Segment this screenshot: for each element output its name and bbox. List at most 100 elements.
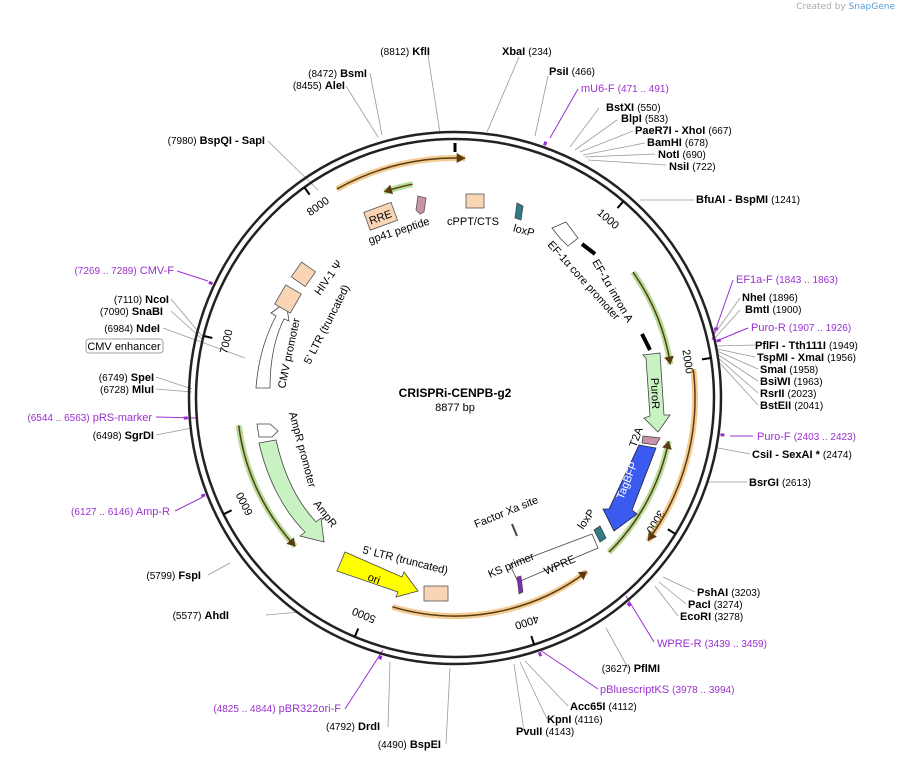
plasmid-length: 8877 bp xyxy=(435,402,475,414)
cppt-label: cPPT/CTS xyxy=(447,216,499,228)
loxp-bottom-feature xyxy=(593,525,607,543)
primer-tick xyxy=(626,601,632,607)
enzyme-site-label: (7110) NcoI xyxy=(114,294,169,306)
connector-lines xyxy=(155,54,759,745)
ltr-bottom-feature xyxy=(423,585,449,602)
bp-tick-label: 5000 xyxy=(350,604,377,625)
gp41-feature xyxy=(415,195,427,215)
enzyme-site-label: EcoRI (3278) xyxy=(680,611,743,623)
bp-tick-label: 4000 xyxy=(513,612,540,631)
bp-tick-label: 8000 xyxy=(305,195,332,219)
enzyme-site-label: (3627) PflMI xyxy=(602,663,660,675)
enzyme-site-label: TspMI - XmaI (1956) xyxy=(757,352,856,364)
enzyme-site-label: (5799) FspI xyxy=(146,570,201,582)
bp-tick-label: 7000 xyxy=(218,328,236,355)
loxp-bottom-label: loxP xyxy=(576,507,598,531)
puror-feature xyxy=(642,352,671,433)
loxp-top-label: loxP xyxy=(512,223,536,240)
cmv-enhancer-box xyxy=(85,338,164,354)
bp-tick xyxy=(303,186,311,196)
ampr-promoter-feature xyxy=(256,423,279,438)
enzyme-site-label: (4792) DrdI xyxy=(326,721,380,733)
primer-tick xyxy=(208,280,214,286)
enzyme-site-label: (6749) SpeI xyxy=(99,372,154,384)
primer-tick xyxy=(537,651,543,657)
feature-arcs xyxy=(183,141,725,660)
feature-arc-arrow xyxy=(664,355,674,365)
primer-tick xyxy=(200,493,206,498)
wpre-feature xyxy=(509,533,599,583)
hiv-psi-feature xyxy=(290,261,317,288)
ampr-promoter-label: AmpR promoter xyxy=(286,411,318,489)
feature-arc-core xyxy=(392,570,588,617)
ltr-left-feature xyxy=(274,284,302,314)
enzyme-site-label: NotI (690) xyxy=(658,149,706,161)
primer-site-label: EF1a-F (1843 .. 1863) xyxy=(736,274,838,286)
primer-site-label: pBluescriptKS (3978 .. 3994) xyxy=(600,684,734,696)
primer-site-label: Puro-R (1907 .. 1926) xyxy=(751,322,851,334)
primer-site-label: mU6-F (471 .. 491) xyxy=(581,83,669,95)
feature-arc-arrow xyxy=(456,153,466,164)
backbone-outer xyxy=(187,130,723,666)
cmv-enhancer-label: CMV enhancer xyxy=(87,341,161,353)
enzyme-site-label: (7090) SnaBI xyxy=(100,306,163,318)
feature-arc-arrow xyxy=(577,571,587,581)
enzyme-site-label: BsiWI (1963) xyxy=(760,376,823,388)
cppt-feature xyxy=(465,193,485,209)
feature-arc-core xyxy=(608,440,670,553)
bp-tick xyxy=(667,528,676,535)
ks-primer-feature xyxy=(516,575,524,595)
enzyme-site-label: PsiI (466) xyxy=(549,66,595,78)
backbone-inner xyxy=(194,137,716,659)
t2a-feature xyxy=(641,435,661,446)
loxp-top-feature xyxy=(514,202,524,221)
feature-arc-core xyxy=(647,369,696,542)
enzyme-site-label: Acc65I (4112) xyxy=(570,701,637,713)
feature-arc-core xyxy=(237,425,296,547)
bp-tick-label: 1000 xyxy=(595,207,621,232)
enzyme-site-label: (6984) NdeI xyxy=(104,323,160,335)
credit-prefix: Created by xyxy=(796,2,846,12)
enzyme-site-label: KpnI (4116) xyxy=(547,714,603,726)
ef1a-core-feature xyxy=(551,221,579,247)
primer-tick xyxy=(720,433,725,437)
enzyme-site-label: (6498) SgrDI xyxy=(93,430,154,442)
bp-tick xyxy=(223,509,233,516)
ampr-feature xyxy=(258,439,325,543)
primer-site-label: (4825 .. 4844) pBR322ori-F xyxy=(213,703,341,715)
enzyme-site-label: NheI (1896) xyxy=(742,292,798,304)
snapgene-credit: Created by SnapGene xyxy=(796,2,895,12)
enzyme-site-label: (6728) MluI xyxy=(100,384,154,396)
rre-feature xyxy=(363,201,399,231)
feature-arc-core xyxy=(632,271,672,365)
enzyme-site-label: PvuII (4143) xyxy=(516,726,574,738)
bp-tick xyxy=(353,628,360,638)
primer-site-label: WPRE-R (3439 .. 3459) xyxy=(657,638,767,650)
enzyme-site-label: (7980) BspQI - SapI xyxy=(168,135,265,147)
enzyme-site-label: SmaI (1958) xyxy=(760,364,818,376)
bp-tick xyxy=(616,200,625,209)
feature-arc-arrow xyxy=(384,184,394,195)
puror-label: PuroR xyxy=(648,378,661,410)
primer-tick xyxy=(713,326,719,331)
primer-site-label: (7269 .. 7289) CMV-F xyxy=(74,265,174,277)
enzyme-site-label: (5577) AhdI xyxy=(173,610,229,622)
feature-arc-core xyxy=(336,157,466,190)
enzyme-site-label: (8455) AleI xyxy=(293,80,345,92)
primer-tick xyxy=(543,141,548,146)
feature-arc xyxy=(630,270,674,365)
enzyme-site-label: PaeR7I - XhoI (667) xyxy=(635,125,732,137)
feature-arc-arrow xyxy=(662,441,672,450)
ori-label: ori xyxy=(366,572,382,587)
bp-tick xyxy=(203,334,213,339)
feature-arc-arrow xyxy=(647,531,657,541)
factor-xa-label: Factor Xa site xyxy=(473,494,540,531)
enzyme-site-label: PshAI (3203) xyxy=(697,587,760,599)
enzyme-site-label: BstXI (550) xyxy=(606,102,661,114)
enzyme-site-label: (8812) KflI xyxy=(380,46,430,58)
enzyme-site-label: BstEII (2041) xyxy=(760,400,823,412)
enzyme-site-label: BamHI (678) xyxy=(647,137,708,149)
enzyme-site-label: PflFI - Tth111I (1949) xyxy=(755,340,858,352)
credit-brand: SnapGene xyxy=(848,2,895,12)
